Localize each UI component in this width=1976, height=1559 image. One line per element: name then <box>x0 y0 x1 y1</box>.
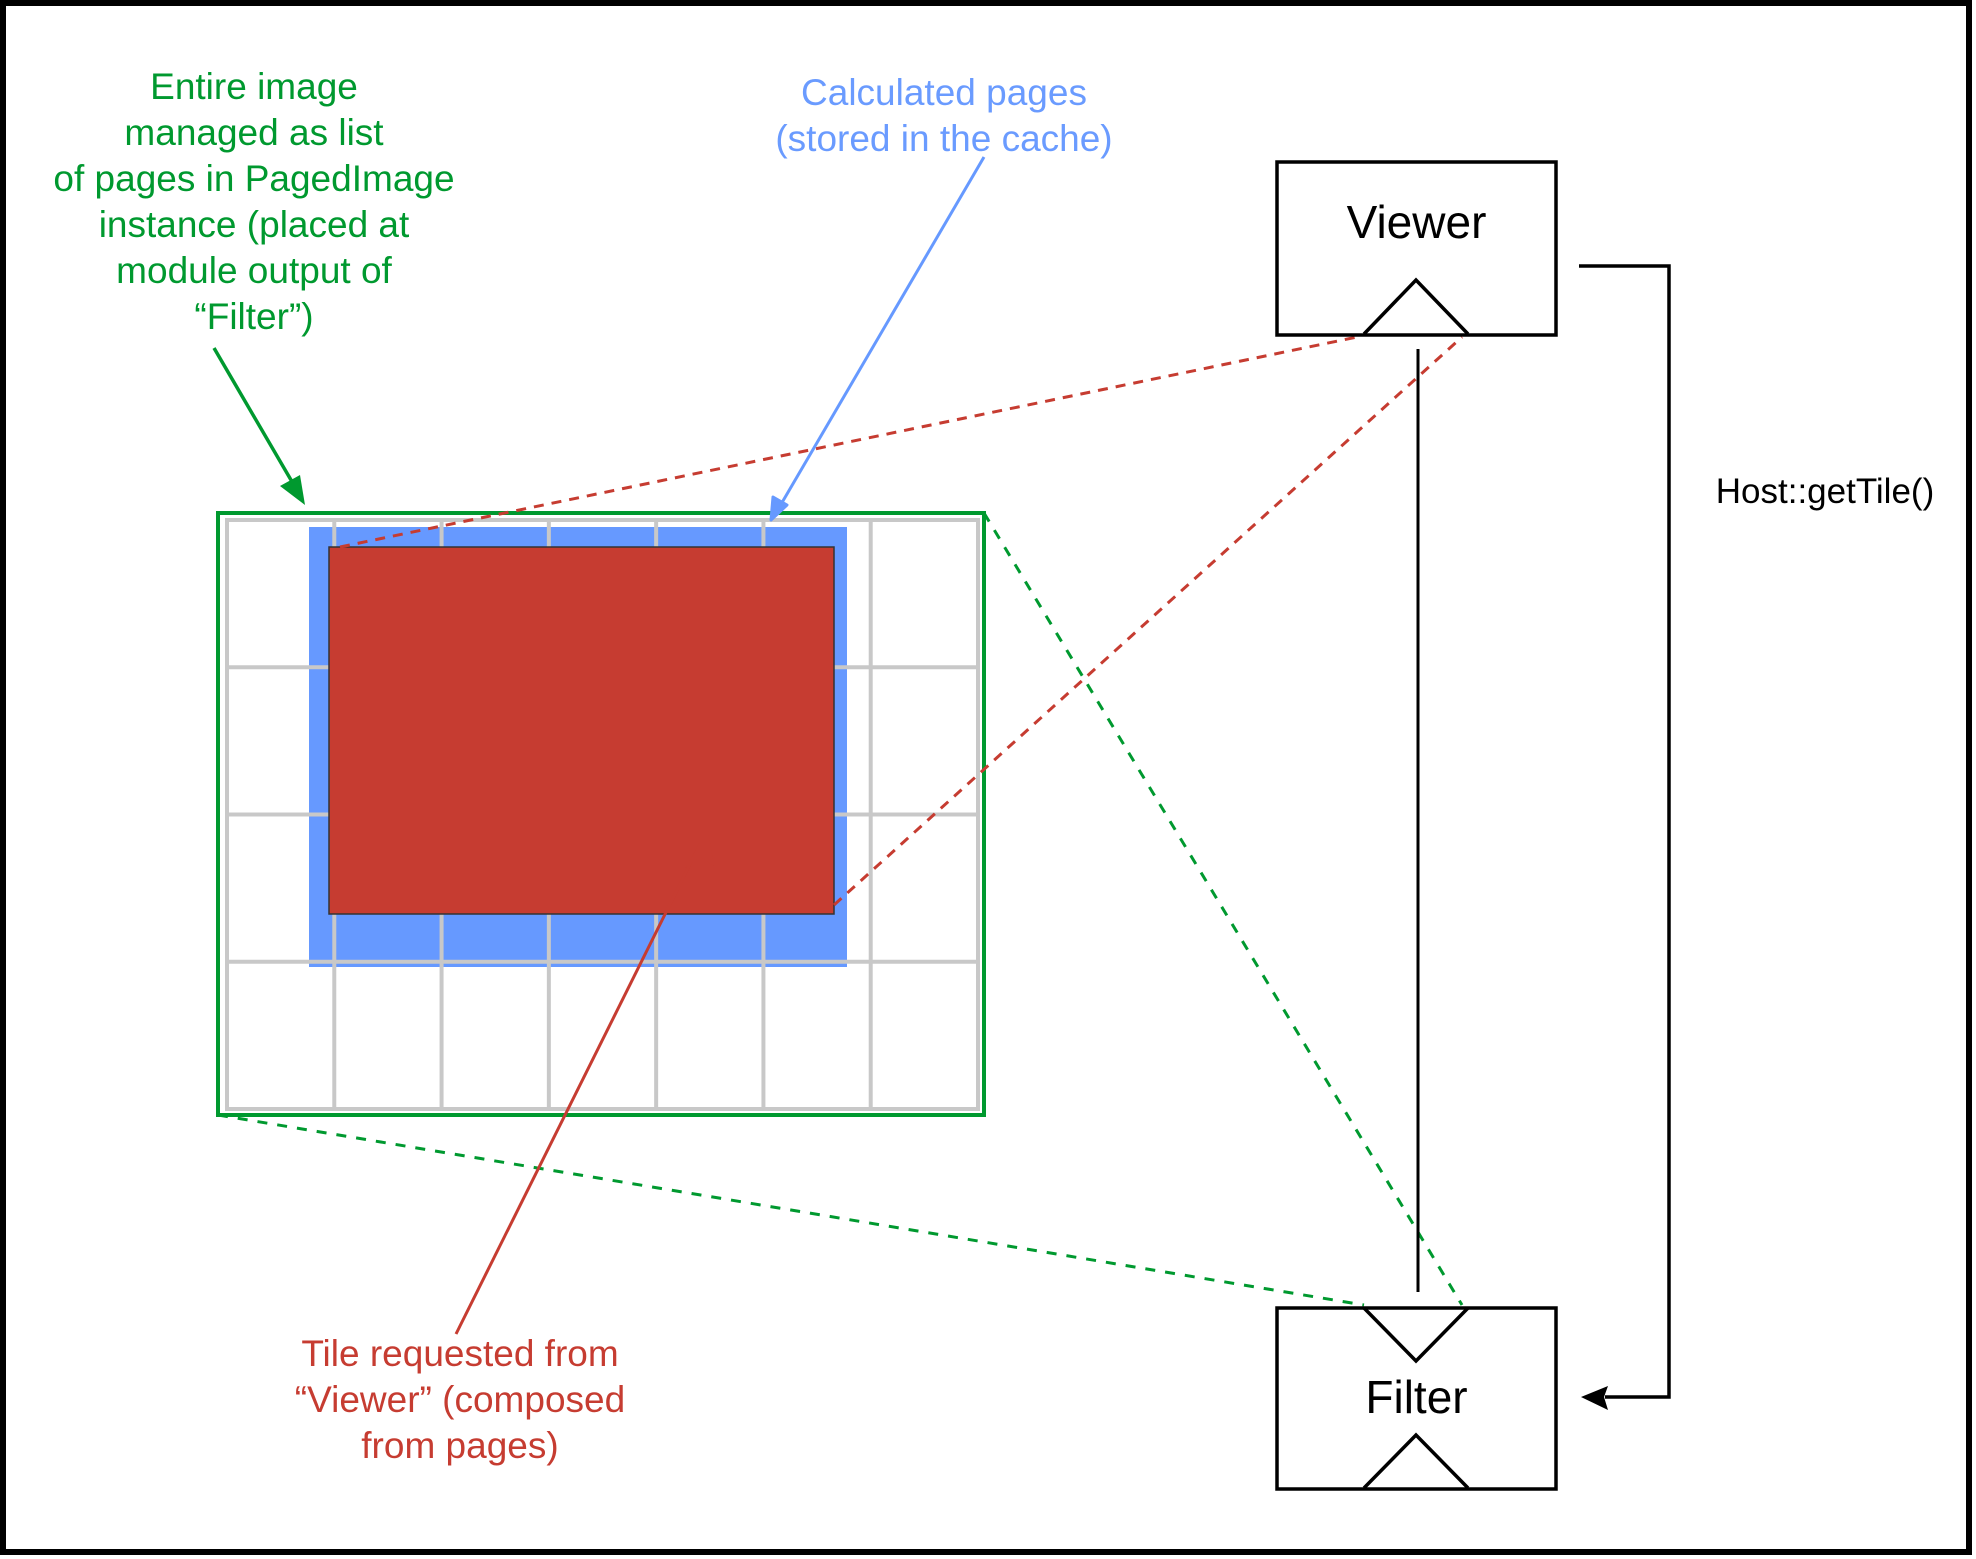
filter-output-port-icon <box>1362 1306 1470 1364</box>
cached-pages-annotation: Calculated pages (stored in the cache) <box>775 72 1113 159</box>
viewer-input-port-icon <box>1362 277 1470 336</box>
get-tile-arrowhead-icon <box>1581 1386 1608 1410</box>
viewer-module-box[interactable] <box>1275 160 1558 337</box>
requested-tile <box>328 546 835 915</box>
tile-projection-line-top <box>339 334 1363 549</box>
get-tile-call-label: Host::getTile() <box>1715 472 1935 511</box>
paged-image-arrow <box>212 347 305 505</box>
requested-tile-arrow <box>454 831 714 1335</box>
tile-projection-line-bottom <box>832 335 1464 907</box>
paged-image-annotation: Entire image managed as list of pages in… <box>53 66 455 337</box>
image-projection-line-bottom <box>217 1113 1365 1307</box>
get-tile-request-path <box>1579 264 1671 1399</box>
filter-input-port-icon <box>1362 1432 1470 1490</box>
image-projection-line-right <box>982 512 1464 1306</box>
requested-tile-annotation: Tile requested from “Viewer” (composed f… <box>294 1333 626 1466</box>
viewer-module-label: Viewer <box>1346 196 1487 248</box>
cached-pages-arrow <box>769 156 986 522</box>
filter-module-box[interactable] <box>1275 1306 1558 1491</box>
filter-module-label: Filter <box>1365 1371 1468 1423</box>
